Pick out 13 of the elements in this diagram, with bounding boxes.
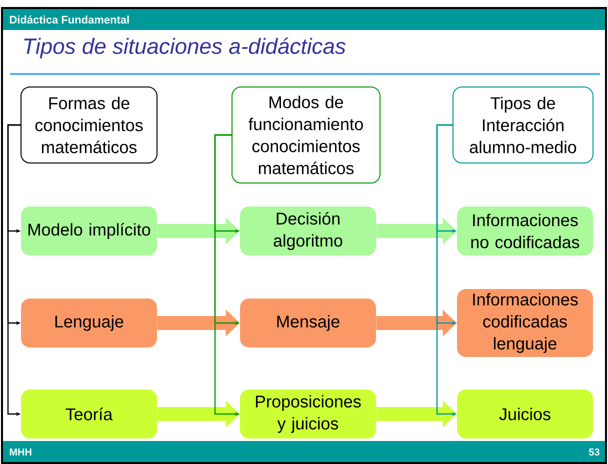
- process-box: Modelo implícito: [21, 206, 157, 256]
- header-box: Tipos de Interacción alumno-medio: [452, 86, 594, 164]
- process-box: Teoría: [21, 390, 157, 438]
- header-box: Modos de funcionamiento conocimientos matemáticos: [232, 86, 380, 184]
- process-box: Juicios: [457, 390, 593, 438]
- process-box: Lenguaje: [21, 298, 157, 348]
- header-box: Formas de conocimientos matemáticos: [20, 86, 158, 164]
- page-number: 53: [589, 448, 600, 456]
- process-box: Informaciones codificadas lenguaje: [457, 289, 593, 357]
- header-text: Didáctica Fundamental: [10, 15, 129, 24]
- footer-text: MHH: [10, 448, 32, 456]
- process-box: Proposiciones y juicios: [240, 390, 376, 438]
- slide-title: Tipos de situaciones a-didácticas: [24, 38, 346, 58]
